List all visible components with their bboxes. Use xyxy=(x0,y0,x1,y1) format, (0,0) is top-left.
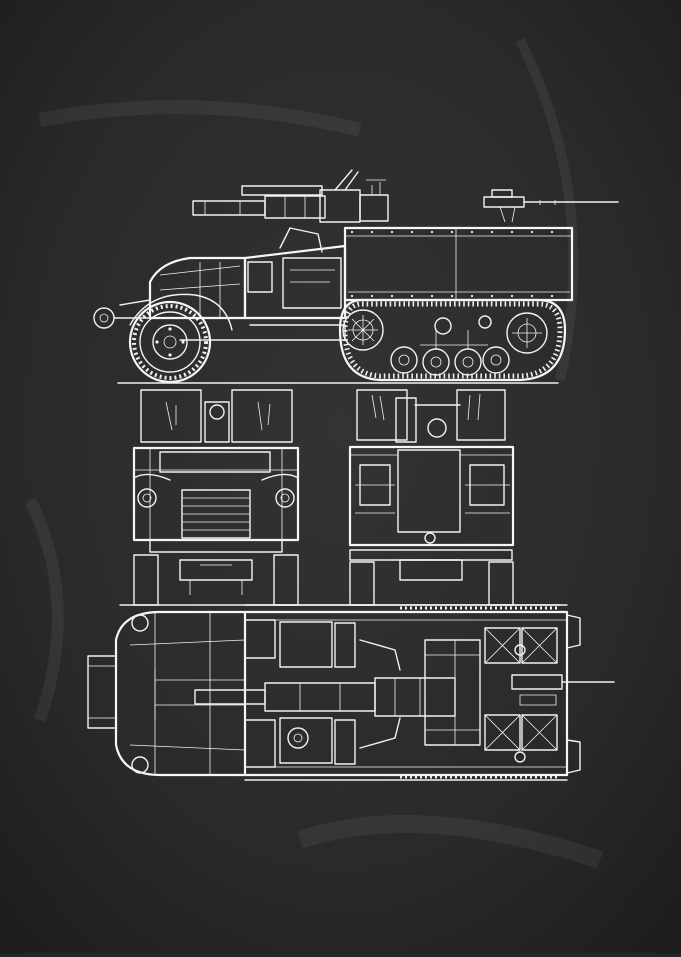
howitzer-barrel xyxy=(192,169,389,223)
machine-gun xyxy=(483,189,619,223)
top-view xyxy=(87,604,615,781)
track-assembly xyxy=(338,298,567,382)
chalk-smudges xyxy=(24,37,603,869)
front-wheel xyxy=(128,300,212,384)
side-view xyxy=(93,169,619,384)
front-view xyxy=(132,389,300,606)
rear-view xyxy=(348,389,515,606)
armored-hull xyxy=(93,226,574,341)
